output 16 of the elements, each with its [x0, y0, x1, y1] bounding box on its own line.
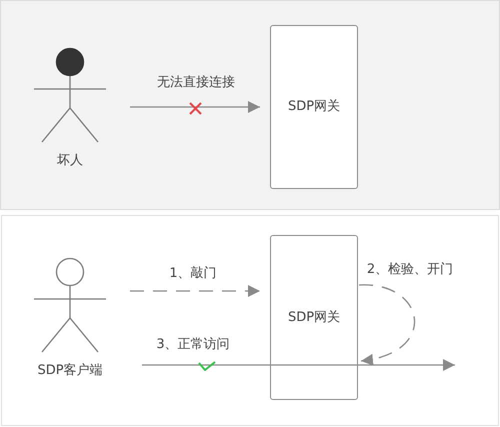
gateway-box: [270, 25, 358, 189]
arrow: [130, 101, 260, 113]
dashed-arrow: [130, 285, 260, 297]
edge-label: 3、正常访问: [156, 337, 230, 353]
edge-label: 2、检验、开门: [366, 262, 454, 278]
panel: [0, 0, 500, 210]
box-label: SDP网关: [288, 99, 340, 115]
edge-label: 无法直接连接: [157, 75, 235, 91]
arrow: [142, 359, 455, 371]
gateway-box: [270, 235, 358, 400]
person-label: 坏人: [56, 153, 84, 169]
box-label: SDP网关: [288, 310, 340, 326]
edge-label: 1、敲门: [169, 266, 217, 282]
panel: [1, 215, 499, 426]
person-label: SDP客户端: [36, 363, 104, 379]
dashed-curved-arrow: [358, 284, 416, 365]
